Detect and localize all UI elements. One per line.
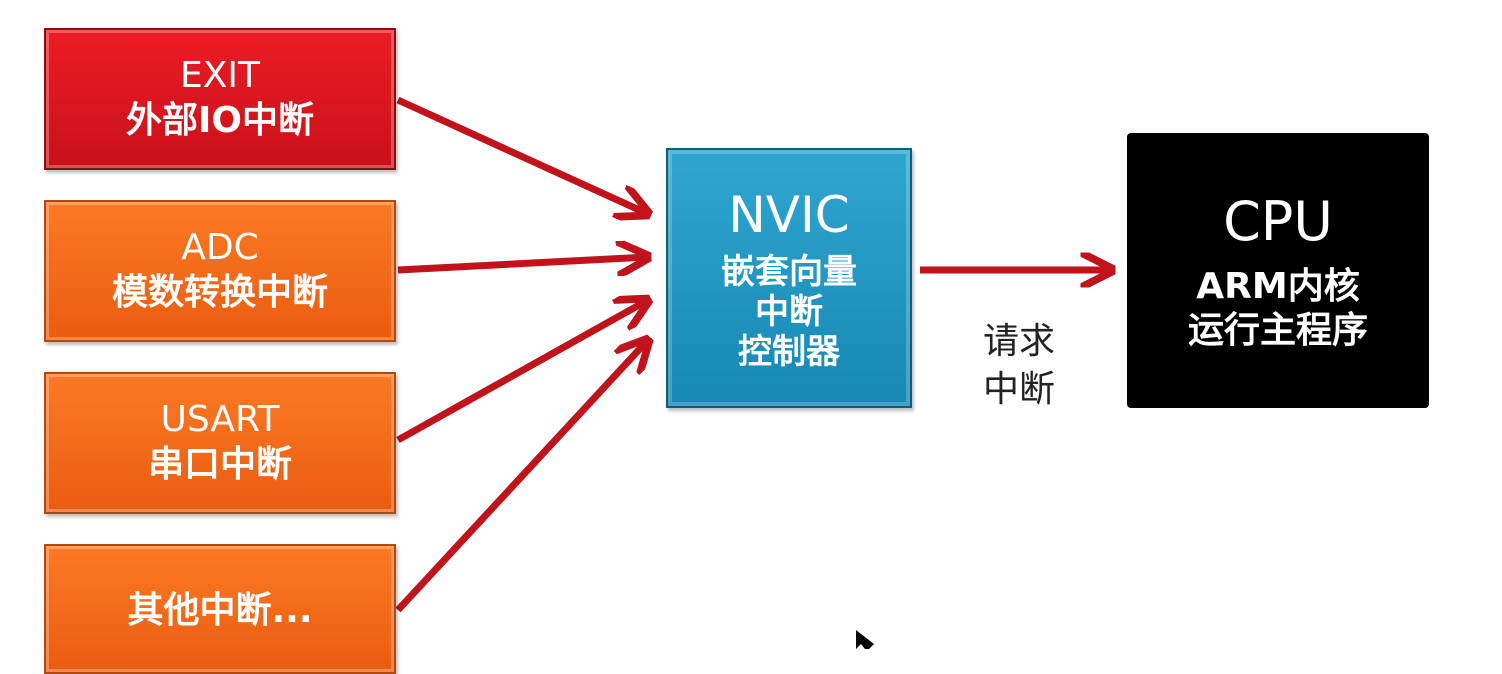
cpu-title: CPU bbox=[1223, 189, 1333, 253]
connector-arrows bbox=[395, 96, 1502, 613]
usart-interrupt-box: USART 串口中断 bbox=[44, 372, 396, 514]
exit-subtitle: 外部IO中断 bbox=[126, 100, 314, 141]
arrow-adc-to-nvic bbox=[397, 257, 648, 270]
arrow-exit-to-nvic bbox=[396, 96, 648, 214]
nvic-line: 嵌套向量 bbox=[721, 252, 857, 292]
request-label-line: 请求 bbox=[982, 321, 1055, 362]
other-interrupt-box: 其他中断... bbox=[44, 544, 396, 674]
usart-subtitle: 串口中断 bbox=[147, 444, 292, 485]
request-interrupt-label: 请求 中断 bbox=[970, 318, 1068, 414]
nvic-line: 中断 bbox=[755, 292, 823, 332]
exit-interrupt-box: EXIT 外部IO中断 bbox=[44, 28, 396, 170]
adc-interrupt-box: ADC 模数转换中断 bbox=[44, 200, 396, 342]
cpu-line: ARM内核 bbox=[1196, 265, 1360, 307]
mouse-pointer-icon bbox=[856, 630, 874, 649]
nvic-line: 控制器 bbox=[738, 332, 840, 372]
arrow-other-to-nvic bbox=[395, 340, 648, 613]
usart-title: USART bbox=[160, 399, 280, 440]
arrow-usart-to-nvic bbox=[396, 300, 648, 444]
cpu-box: CPU ARM内核 运行主程序 bbox=[1127, 133, 1429, 408]
request-label-line: 中断 bbox=[982, 369, 1055, 410]
cpu-line: 运行主程序 bbox=[1187, 309, 1368, 351]
adc-title: ADC bbox=[181, 227, 259, 268]
nvic-title: NVIC bbox=[728, 186, 850, 244]
other-subtitle: 其他中断... bbox=[127, 590, 313, 631]
exit-title: EXIT bbox=[179, 55, 260, 96]
adc-subtitle: 模数转换中断 bbox=[111, 272, 328, 313]
nvic-box: NVIC 嵌套向量 中断 控制器 bbox=[666, 148, 912, 408]
